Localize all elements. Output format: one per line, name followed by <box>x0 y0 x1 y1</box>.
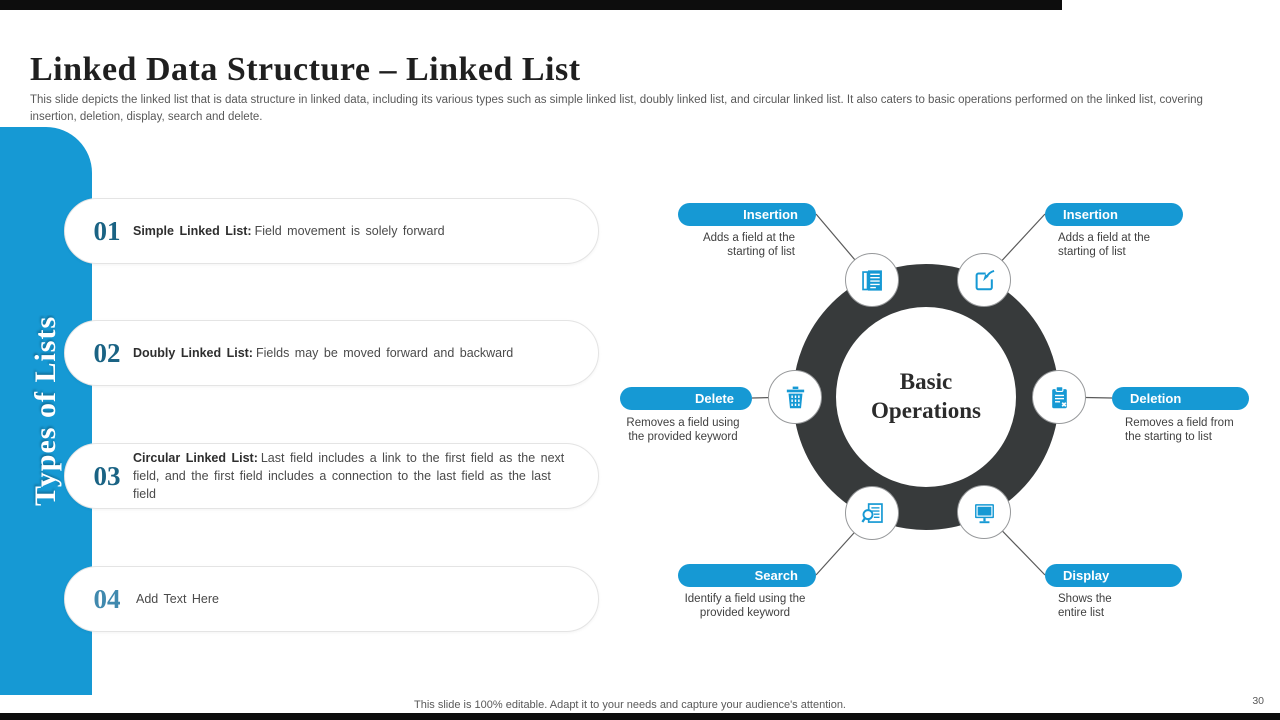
operation-pill-insertion-right: Insertion <box>1045 203 1183 226</box>
operation-icon-circle <box>845 253 899 307</box>
page-number: 30 <box>1252 695 1264 707</box>
item-term: Doubly Linked List: <box>133 345 253 360</box>
slide-description: This slide depicts the linked list that … <box>30 93 1203 123</box>
operation-description: Removes a field using the provided keywo… <box>626 417 740 444</box>
list-item-doubly-linked-list: 02 Doubly Linked List:Fields may be move… <box>64 320 599 386</box>
operation-icon-circle <box>957 253 1011 307</box>
item-number: 01 <box>93 215 121 246</box>
list-item-simple-linked-list: 01 Simple Linked List:Field movement is … <box>64 198 599 264</box>
operation-pill-search: Search <box>678 564 816 587</box>
operation-icon-circle <box>1032 370 1086 424</box>
operation-description: Shows the entire list <box>1058 593 1112 620</box>
item-text: Add Text Here <box>133 590 598 608</box>
operation-description: Adds a field at the starting of list <box>702 232 795 259</box>
operation-pill-display: Display <box>1045 564 1182 587</box>
top-accent-bar <box>0 0 1062 10</box>
item-number: 04 <box>93 583 121 614</box>
operation-icon-circle <box>957 485 1011 539</box>
operation-pill-insertion-left: Insertion <box>678 203 816 226</box>
item-term: Circular Linked List: <box>133 450 258 465</box>
item-text: Simple Linked List:Field movement is sol… <box>133 222 598 240</box>
operation-description: Removes a field from the starting to lis… <box>1125 417 1234 444</box>
center-label-line2: Operations <box>871 398 981 423</box>
operation-pill-delete: Delete <box>620 387 752 410</box>
operation-pill-deletion: Deletion <box>1112 387 1249 410</box>
operation-icon-circle <box>845 486 899 540</box>
item-description: Fields may be moved forward and backward <box>255 345 514 360</box>
item-text: Doubly Linked List:Fields may be moved f… <box>133 344 598 362</box>
operation-description: Identify a field using the provided keyw… <box>684 593 806 620</box>
list-item-circular-linked-list: 03 Circular Linked List:Last field inclu… <box>64 443 599 509</box>
operation-icon-circle <box>768 370 822 424</box>
bottom-accent-bar <box>0 713 1280 720</box>
diagram-center-label: Basic Operations <box>836 307 1016 487</box>
trash-icon <box>786 386 804 408</box>
item-text: Circular Linked List:Last field includes… <box>133 449 598 503</box>
item-number: 03 <box>93 460 121 491</box>
document-icon <box>861 269 882 291</box>
page-title: Linked Data Structure – Linked List <box>30 50 581 88</box>
footer-note: This slide is 100% editable. Adapt it to… <box>414 699 846 711</box>
basic-operations-diagram: Basic Operations <box>615 195 1275 635</box>
insert-arrow-icon <box>975 269 994 290</box>
item-description: Last field includes a link to the first … <box>133 450 565 502</box>
operation-description: Adds a field at the starting of list <box>1058 232 1151 259</box>
monitor-icon <box>974 503 994 523</box>
item-description: Field movement is solely forward <box>254 223 445 238</box>
item-term: Simple Linked List: <box>133 223 252 238</box>
list-item-add-text-placeholder: 04 Add Text Here <box>64 566 599 632</box>
item-description: Add Text Here <box>136 591 219 606</box>
center-label-line1: Basic <box>899 369 953 395</box>
item-number: 02 <box>93 337 121 368</box>
clipboard-delete-icon <box>1051 385 1067 408</box>
search-document-icon <box>860 502 883 523</box>
